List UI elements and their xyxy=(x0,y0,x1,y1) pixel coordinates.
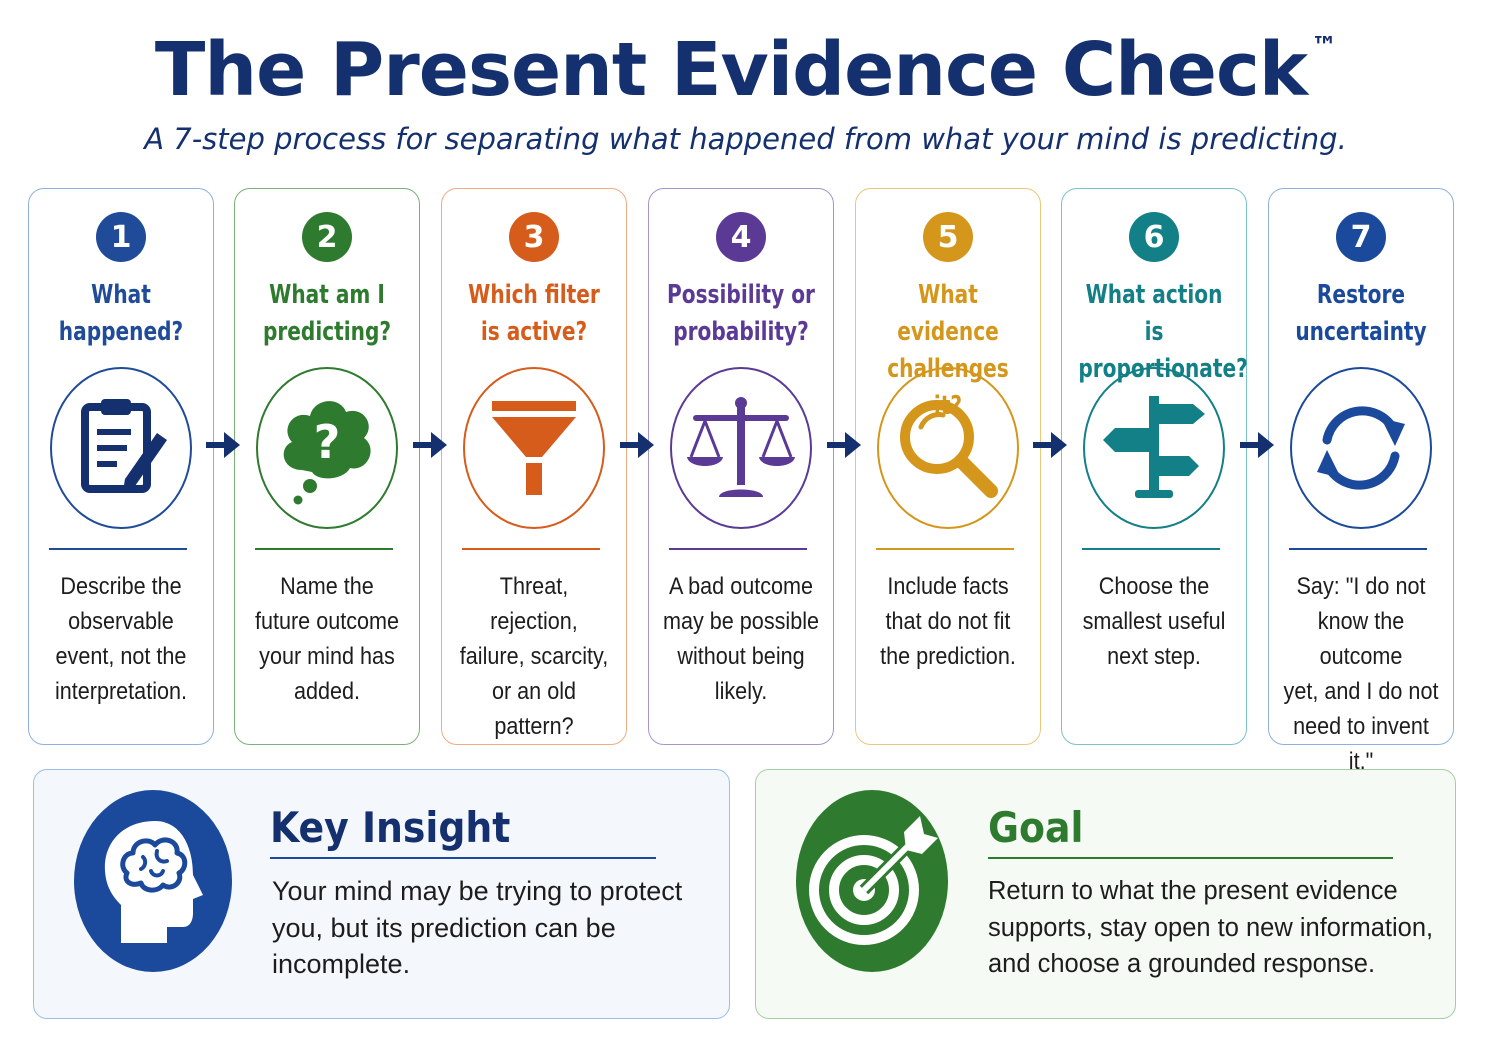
balance-scale-icon xyxy=(687,397,795,497)
arrow-right-icon xyxy=(620,432,654,458)
step-divider xyxy=(49,548,187,550)
goal-divider xyxy=(988,857,1393,859)
page-subtitle: A 7-step process for separating what hap… xyxy=(144,122,1347,156)
step-number-badge: 4 xyxy=(716,212,766,262)
arrow-right-icon xyxy=(413,432,447,458)
arrow-right-icon xyxy=(206,432,240,458)
svg-text:?: ? xyxy=(314,415,341,469)
icon-circle xyxy=(877,367,1019,529)
thought-bubble-question-icon: ? xyxy=(283,401,371,505)
step-divider xyxy=(1289,548,1427,550)
arrow-right-icon xyxy=(1033,432,1067,458)
key-insight-icon-circle xyxy=(74,790,232,972)
step-number-badge: 2 xyxy=(302,212,352,262)
step-number-badge: 7 xyxy=(1336,212,1386,262)
funnel-icon xyxy=(492,401,576,495)
trademark-symbol: ™ xyxy=(1311,32,1337,62)
arrow-right-icon xyxy=(1240,432,1274,458)
icon-circle xyxy=(50,367,192,529)
icon-circle xyxy=(1083,367,1225,529)
target-arrow-icon xyxy=(809,816,938,945)
goal-panel: Goal Return to what the present evidence… xyxy=(755,769,1456,1019)
refresh-cycle-icon xyxy=(1317,406,1405,490)
icon-circle xyxy=(670,367,812,529)
step-number-badge: 6 xyxy=(1129,212,1179,262)
brain-head-icon xyxy=(104,821,203,943)
step-divider xyxy=(876,548,1014,550)
step-description: Threat, rejection,failure, scarcity,or a… xyxy=(459,573,609,740)
step-number-badge: 5 xyxy=(923,212,973,262)
step-divider xyxy=(1082,548,1220,550)
goal-title: Goal xyxy=(988,803,1084,852)
step-number-badge: 3 xyxy=(509,212,559,262)
key-insight-divider xyxy=(270,857,656,859)
key-insight-title: Key Insight xyxy=(270,803,511,852)
clipboard-pencil-icon xyxy=(81,399,167,493)
step-divider xyxy=(255,548,393,550)
key-insight-panel: Key Insight Your mind may be trying to p… xyxy=(33,769,730,1019)
step-divider xyxy=(462,548,600,550)
magnifying-glass-icon xyxy=(900,400,998,498)
icon-circle: ? xyxy=(256,367,398,529)
step-number-badge: 1 xyxy=(96,212,146,262)
icon-circle xyxy=(1290,367,1432,529)
step-divider xyxy=(669,548,807,550)
icon-circle xyxy=(463,367,605,529)
goal-icon-circle xyxy=(796,790,948,972)
signpost-icon xyxy=(1103,396,1205,498)
arrow-right-icon xyxy=(827,432,861,458)
